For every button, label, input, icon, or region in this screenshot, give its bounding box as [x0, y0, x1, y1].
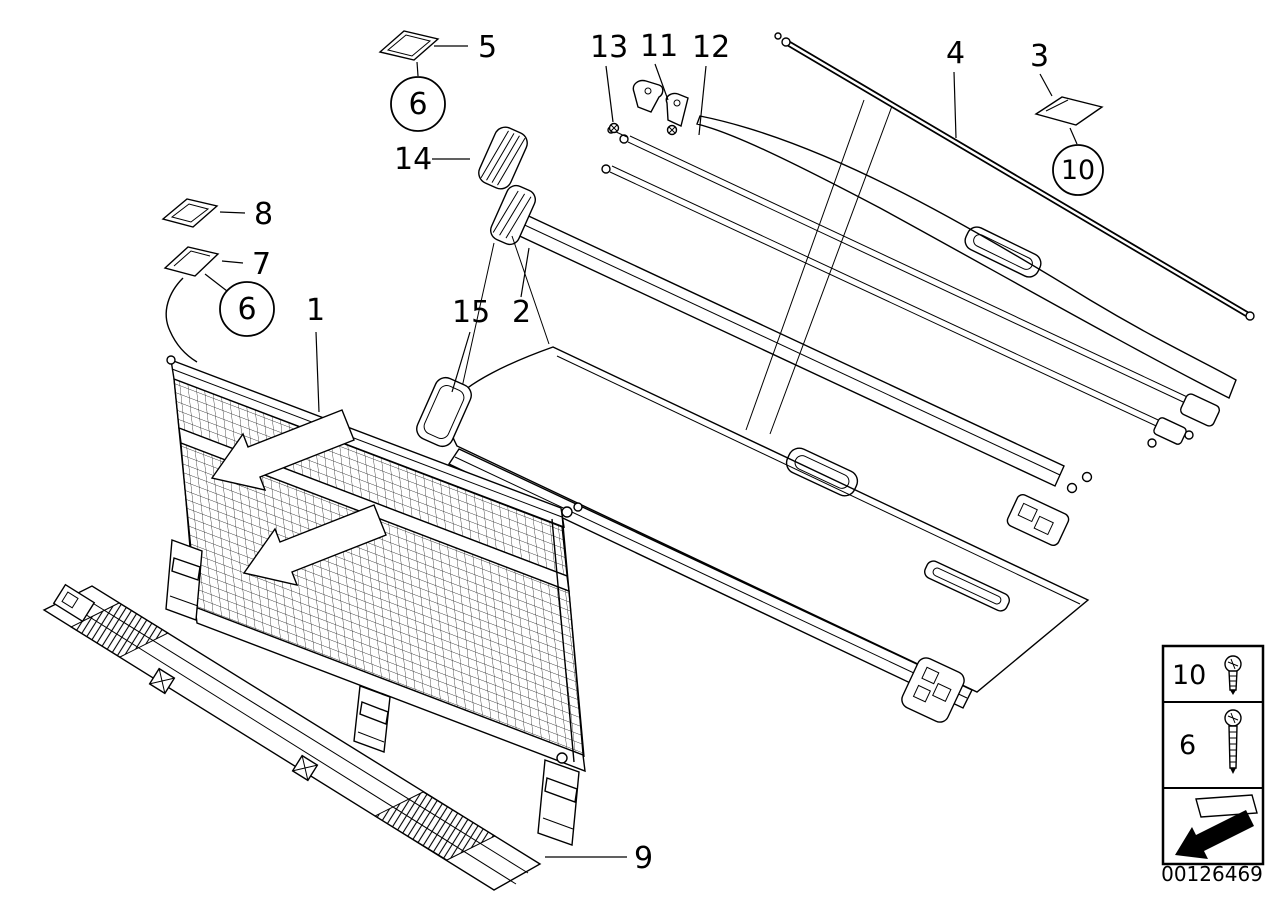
roller-tube — [447, 448, 973, 709]
leader-lines — [204, 45, 1078, 858]
clip-11 — [665, 92, 689, 127]
fabric-edge-lines — [745, 99, 893, 435]
cover-bracket-8 — [161, 198, 219, 228]
rail-anchor-symbol — [148, 667, 176, 695]
callout-6-left-label[interactable]: 6 — [237, 292, 256, 327]
cassette-latch-box — [1006, 494, 1070, 546]
blind-rail-upper — [607, 126, 1208, 410]
floor-rail-drawing — [42, 583, 542, 891]
callout-4[interactable]: 4 — [946, 36, 965, 71]
cassette-end-cap — [490, 184, 536, 246]
callout-11[interactable]: 11 — [640, 29, 678, 64]
callout-14[interactable]: 14 — [394, 142, 432, 177]
callout-2[interactable]: 2 — [512, 295, 531, 330]
callout-6-top-label[interactable]: 6 — [408, 87, 427, 122]
panel-end-cap — [901, 657, 965, 723]
callout-1[interactable]: 1 — [306, 293, 325, 328]
net-arrow-upper — [210, 409, 355, 491]
legend-box: 10 6 — [1161, 644, 1265, 866]
callout-6-left[interactable]: 6 — [219, 281, 275, 337]
callout-9[interactable]: 9 — [634, 841, 653, 876]
panel-slot — [924, 560, 1010, 612]
bolt — [1066, 482, 1078, 494]
bolt — [1147, 438, 1157, 448]
callout-15[interactable]: 15 — [452, 295, 490, 330]
panel-left-cap-15 — [416, 376, 472, 448]
blind-rail-lower — [601, 164, 1194, 440]
legend-label-6: 6 — [1179, 730, 1196, 761]
screw-large-icon — [1224, 709, 1242, 774]
screw-head — [666, 124, 678, 136]
callout-3[interactable]: 3 — [1030, 39, 1049, 74]
net-strap-middle — [353, 685, 391, 753]
clip-13 — [632, 79, 664, 113]
net-strap-right — [537, 752, 580, 846]
callout-12[interactable]: 12 — [692, 30, 730, 65]
rail-anchor-symbol — [291, 754, 319, 782]
extended-blind-panel-drawing — [416, 346, 1090, 723]
callout-10-label[interactable]: 10 — [1061, 155, 1095, 186]
rail-end-bracket-a — [1179, 393, 1221, 427]
cover-cap-3 — [1034, 96, 1104, 126]
callout-5[interactable]: 5 — [478, 30, 497, 65]
cover-bracket-7 — [163, 246, 220, 277]
upper-blind-assembly-drawing — [460, 99, 1237, 546]
screw-small-icon — [1224, 655, 1242, 695]
rail-end-bracket-b — [1153, 417, 1187, 445]
cover-bracket-5 — [378, 30, 440, 61]
net-hook — [561, 506, 573, 518]
dividing-net-drawing — [165, 277, 586, 846]
end-cap-14 — [478, 126, 528, 190]
net-hook — [573, 502, 583, 512]
diagram-id: 00126469 — [1161, 862, 1263, 886]
rail-end-fitting — [52, 583, 96, 623]
bolt — [1081, 471, 1093, 483]
callouts: 1 2 3 4 5 7 8 9 11 12 13 14 15 6 6 10 — [219, 29, 1104, 876]
cross-rod-drawing — [774, 32, 1255, 321]
net-cable — [165, 277, 198, 363]
callout-13[interactable]: 13 — [590, 30, 628, 65]
net-strap-left — [165, 539, 203, 621]
callout-8[interactable]: 8 — [254, 197, 273, 232]
screw-head — [608, 122, 620, 134]
callout-10[interactable]: 10 — [1052, 144, 1104, 196]
callout-7[interactable]: 7 — [252, 247, 271, 282]
upper-blind-handle — [964, 226, 1042, 278]
legend-label-10: 10 — [1172, 660, 1206, 691]
upper-blind-fabric — [696, 115, 1237, 399]
panel-handle-recess — [785, 447, 859, 497]
slide-direction-icon — [1175, 794, 1258, 859]
callout-6-top[interactable]: 6 — [390, 76, 446, 132]
net-arrow-lower — [242, 504, 387, 586]
